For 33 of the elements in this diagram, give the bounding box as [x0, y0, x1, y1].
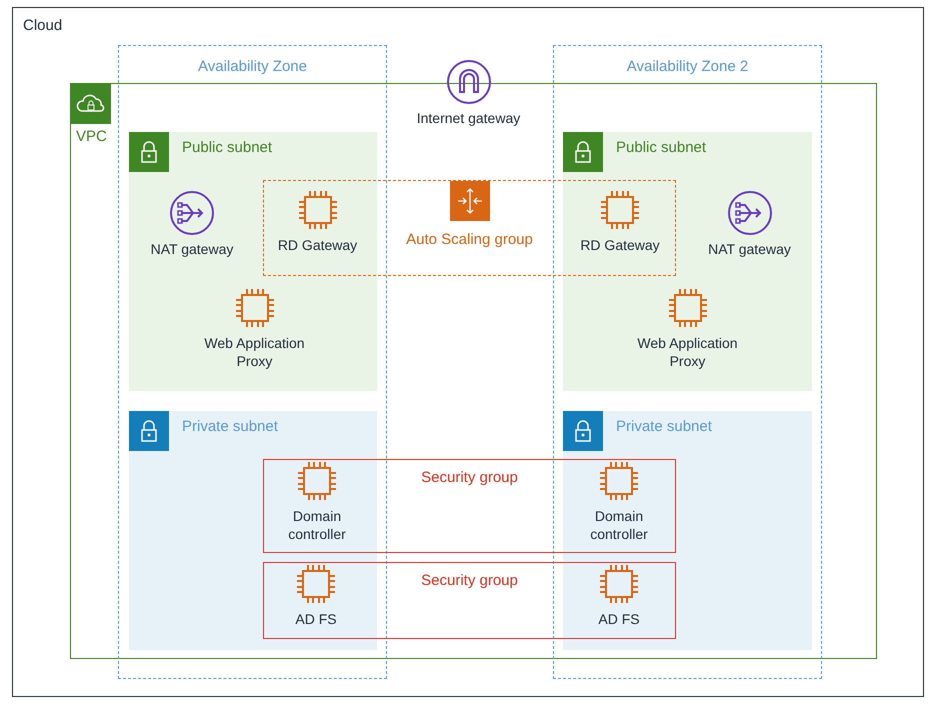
group-title: Public subnet	[616, 139, 706, 157]
group-title: Auto Scaling group	[406, 231, 533, 249]
node-label: RD Gateway	[278, 236, 358, 254]
node-label: RD Gateway	[580, 236, 660, 254]
group-title: Availability Zone	[198, 58, 307, 76]
group-title: Availability Zone 2	[626, 58, 748, 76]
group-title: VPC	[76, 128, 107, 146]
node-label: Domain controller	[589, 507, 649, 543]
subnet-panel	[563, 411, 812, 650]
node-label: NAT gateway	[708, 240, 791, 258]
node-label: Web Application Proxy	[203, 334, 306, 370]
node-label: AD FS	[295, 610, 337, 628]
node-label: Internet gateway	[416, 109, 520, 127]
node-label: AD FS	[598, 610, 640, 628]
zone-boundary	[118, 45, 387, 679]
security-group-boundary	[263, 562, 676, 639]
cloud-boundary	[12, 7, 924, 697]
subnet-panel	[129, 132, 377, 391]
group-title: Cloud	[23, 17, 62, 35]
node-label: NAT gateway	[150, 240, 234, 258]
group-title: Private subnet	[182, 418, 278, 436]
group-title: Security group	[421, 469, 518, 487]
network-boundary	[70, 83, 877, 659]
subnet-panel	[129, 411, 377, 650]
group-title: Private subnet	[616, 418, 712, 436]
node-label: Domain controller	[287, 507, 347, 543]
zone-boundary	[553, 45, 822, 679]
subnet-panel	[563, 132, 812, 391]
scaling-group-boundary	[263, 180, 676, 276]
node-label: Web Application Proxy	[636, 334, 739, 370]
security-group-boundary	[263, 459, 676, 553]
group-title: Public subnet	[182, 139, 272, 157]
group-title: Security group	[421, 572, 518, 590]
